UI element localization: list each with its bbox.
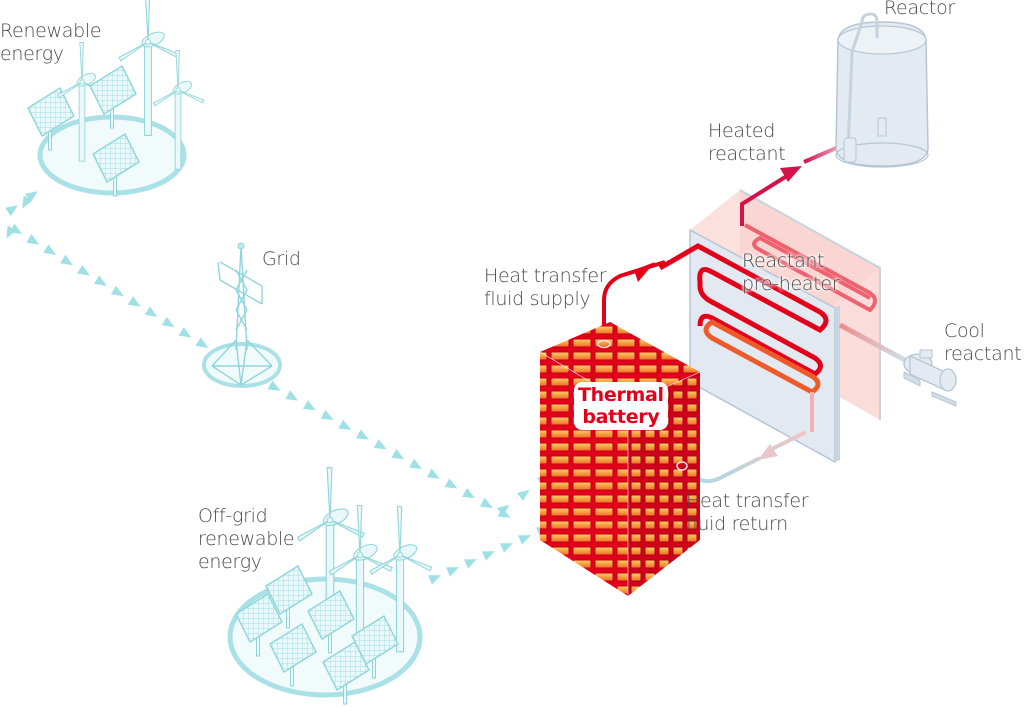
heat-exchanger-icon [658,189,881,464]
reactor-vessel-icon [835,12,929,168]
flow-renewable-to-grid-arrow [195,337,211,353]
flow-renewable-to-grid-arrow [161,316,178,332]
flow-offgrid-to-battery-arrow [445,562,461,577]
off-grid-renewable-farm-icon [227,467,433,705]
flow-grid-to-battery-arrow [391,449,407,464]
brick-stack-icon [539,322,701,596]
flow-grid-to-battery-arrow [479,497,496,513]
flow-grid-to-battery-arrow [356,429,372,445]
supply-arrowhead [634,262,655,282]
power-pylon-icon [202,242,282,388]
flow-offgrid-to-battery-arrow [517,530,533,545]
label-cool-reactant: Cool reactant [944,320,1022,365]
flow-grid-to-battery-arrow [285,390,301,405]
label-reactant-pre-heater: Reactant pre-heater [742,250,840,295]
label-renewable-energy: Renewable energy [0,20,102,65]
label-heat-transfer-fluid-supply: Heat transfer fluid supply [484,265,607,310]
label-thermal-battery: Thermal battery [574,382,668,430]
flow-renewable-to-grid-arrow [144,306,161,322]
flow-renewable-to-grid-arrow [77,265,93,280]
flow-grid-to-battery-arrow [409,458,425,474]
flow-grid-to-battery-arrow [462,488,478,503]
heated-reactant-arrowhead [780,166,802,182]
return-pipe [680,430,807,483]
label-grid: Grid [262,248,301,270]
flow-renewable-to-grid-arrow [26,234,42,249]
flow-offgrid-to-battery-arrow [427,570,443,585]
flow-grid-to-battery-arrow [320,409,336,425]
flow-renewable-to-grid-arrow [93,275,110,291]
flow-renewable-to-grid-arrow [43,244,59,260]
cool-reactant-pipe [838,322,907,363]
flow-offgrid-to-battery-arrow [499,538,515,553]
flow-grid-to-battery-arrow [302,400,319,415]
heated-reactant-pipe [740,172,792,226]
pump-icon [903,349,957,407]
flow-renewable-to-grid-arrow [60,254,76,270]
flow-offgrid-to-battery-arrow [463,554,479,569]
energy-flow-arrows [1,187,623,585]
label-heated-reactant: Heated reactant [708,120,786,165]
flow-grid-to-battery-arrow [517,485,533,501]
flow-renewable-to-grid-arrow [110,285,127,301]
flow-grid-to-battery-arrow [373,439,390,454]
supply-pipe [602,260,666,344]
flow-grid-to-battery-arrow [338,419,354,435]
renewable-energy-farm-icon [27,0,205,197]
flow-offgrid-to-battery-arrow [481,546,497,561]
flow-renewable-to-grid-arrow [178,327,195,342]
flow-grid-to-battery-arrow [426,468,443,484]
flow-grid-to-battery-arrow [267,380,283,396]
label-heat-transfer-fluid-return: Heat transfer fluid return [686,490,809,535]
return-arrowhead [758,444,778,460]
flow-renewable-to-grid-arrow [9,223,25,239]
flow-grid-to-battery-arrow [444,478,460,493]
flow-renewable-to-grid-arrow [127,296,144,311]
flow-renewable-to-grid-arrow [5,201,21,217]
label-off-grid-renewable-energy: Off-grid renewable energy [198,505,295,573]
label-reactor: Reactor [884,0,955,19]
